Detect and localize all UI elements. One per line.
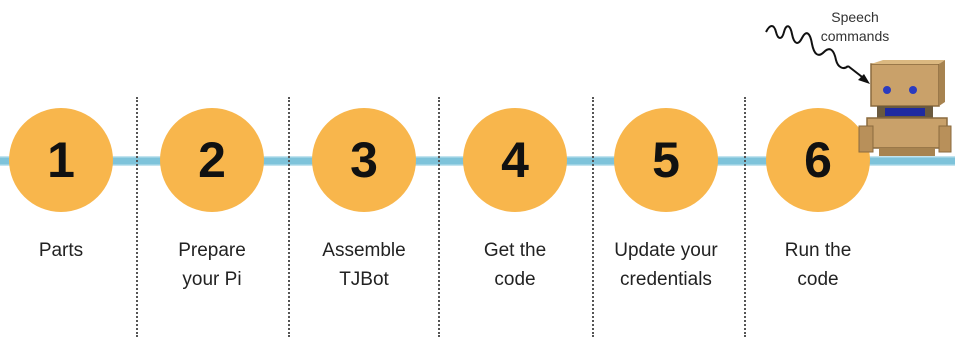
step-4-label: Get the code — [483, 240, 547, 290]
step-6-label: Run the code — [784, 240, 852, 290]
step-2-circle: 2 — [160, 108, 264, 212]
step-divider — [744, 97, 746, 337]
step-1-circle: 1 — [9, 108, 113, 212]
step-1-number: 1 — [47, 132, 75, 188]
step-3-circle: 3 — [312, 108, 416, 212]
step-5-number: 5 — [652, 132, 680, 188]
step-4-number: 4 — [501, 132, 529, 188]
speech-commands-label: Speech commands — [820, 9, 890, 44]
step-5-circle: 5 — [614, 108, 718, 212]
step-divider — [592, 97, 594, 337]
step-2-number: 2 — [198, 132, 226, 188]
step-5-label: Update your credentials — [614, 240, 718, 290]
step-1-label: Parts — [38, 240, 84, 261]
step-6-circle: 6 — [766, 108, 870, 212]
sound-wave-icon — [765, 25, 870, 84]
step-4-circle: 4 — [463, 108, 567, 212]
step-3-number: 3 — [350, 132, 378, 188]
step-2-label: Prepare your Pi — [178, 240, 246, 290]
step-6-number: 6 — [804, 132, 832, 188]
step-divider — [136, 97, 138, 337]
tjbot-robot-icon — [858, 60, 952, 156]
step-divider — [438, 97, 440, 337]
step-3-label: Assemble TJBot — [322, 240, 406, 290]
step-divider — [288, 97, 290, 337]
